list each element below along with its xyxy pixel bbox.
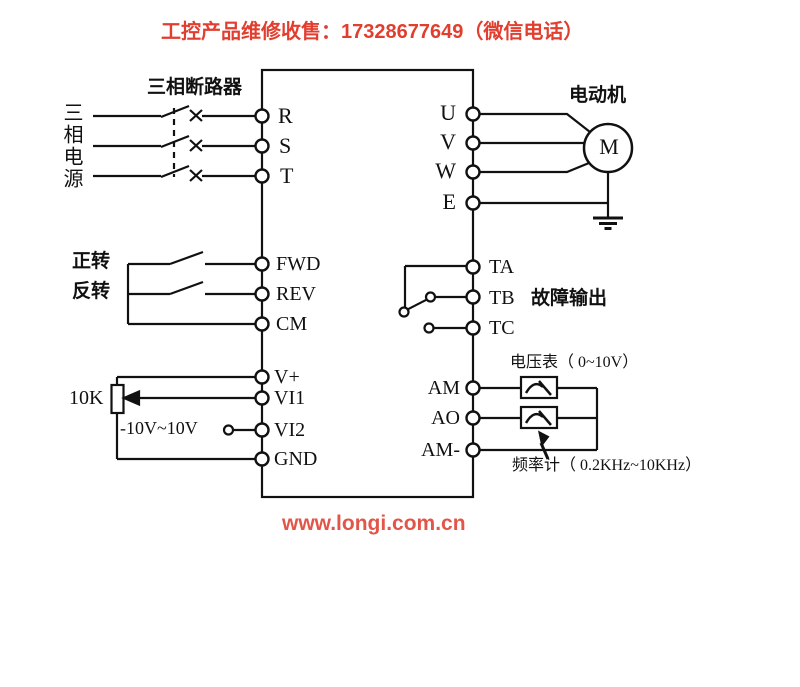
voltmeter-label: 电压表（ 0~10V） — [510, 354, 639, 371]
terminal-label-ao: AO — [431, 407, 460, 429]
freqmeter-label: 频率计（ 0.2KHz~10KHz） — [512, 457, 702, 474]
forward-label: 正转 — [72, 251, 111, 272]
terminal-label-w: W — [435, 158, 456, 183]
terminal-label-s: S — [279, 133, 292, 158]
breaker-label: 三相断路器 — [147, 77, 243, 98]
terminal-cm — [254, 316, 270, 332]
terminal-label-v: V — [440, 129, 456, 154]
motor-label: 电动机 — [569, 85, 627, 106]
service-title: 工控产品维修收售：17328677649（微信电话） — [161, 21, 584, 43]
breaker-x-icon — [189, 169, 203, 182]
voltmeter-icon — [519, 375, 559, 400]
terminal-ao — [465, 410, 481, 426]
terminal-am — [465, 380, 481, 396]
terminal-label-rev: REV — [276, 283, 316, 305]
ground-icon — [593, 216, 623, 230]
terminal-vplus — [254, 369, 270, 385]
terminal-fwd — [254, 256, 270, 272]
inverter-box — [260, 68, 475, 499]
freqmeter-icon — [519, 405, 559, 430]
terminal-label-u: U — [440, 100, 456, 125]
potentiometer — [110, 375, 255, 461]
terminal-label-gnd: GND — [274, 448, 318, 470]
terminal-label-cm: CM — [276, 313, 308, 335]
reverse-label: 反转 — [72, 281, 111, 302]
breaker-switches — [93, 104, 255, 182]
terminal-vi1 — [254, 390, 270, 406]
terminal-ta — [465, 259, 481, 275]
fault-output-label: 故障输出 — [531, 288, 608, 309]
terminal-s — [254, 138, 270, 154]
motor-symbol: M — [599, 134, 619, 159]
relay-arm — [407, 298, 427, 311]
terminal-am-minus — [465, 442, 481, 458]
relay-pole-circle — [398, 306, 410, 318]
terminal-label-ta: TA — [489, 256, 515, 278]
website-link[interactable]: www.longi.com.cn — [282, 512, 466, 535]
fault-relay — [398, 264, 466, 334]
terminal-label-tc: TC — [489, 317, 515, 339]
wiper-arrow-icon — [121, 389, 141, 407]
pot-value-label: 10K — [69, 387, 104, 409]
terminal-label-t: T — [280, 163, 294, 188]
terminal-rev — [254, 286, 270, 302]
terminal-label-vi2: VI2 — [274, 419, 306, 441]
terminal-label-tb: TB — [489, 287, 515, 309]
terminal-vi2 — [254, 422, 270, 438]
vi2-plug-circle — [222, 424, 235, 436]
terminal-label-fwd: FWD — [276, 253, 321, 275]
terminal-v — [465, 135, 481, 151]
run-switches — [126, 250, 255, 326]
terminal-label-e: E — [442, 189, 456, 214]
terminal-label-vi1: VI1 — [274, 387, 306, 409]
terminal-label-r: R — [278, 103, 293, 128]
terminal-u — [465, 106, 481, 122]
terminal-t — [254, 168, 270, 184]
terminal-label-vplus: V+ — [274, 366, 300, 388]
terminal-e — [465, 195, 481, 211]
terminal-w — [465, 164, 481, 180]
vi2-range-label: -10V~10V — [120, 418, 198, 438]
terminal-tc — [465, 320, 481, 336]
motor-wiring — [480, 112, 634, 230]
terminal-r — [254, 108, 270, 124]
power-source-label: 三相电源 — [60, 102, 82, 190]
breaker-x-icon — [189, 109, 203, 122]
meter-wiring — [480, 375, 599, 460]
terminal-circles — [254, 106, 481, 467]
terminal-label-am-minus: AM- — [421, 439, 460, 461]
breaker-x-icon — [189, 139, 203, 152]
terminal-gnd — [254, 451, 270, 467]
terminal-label-am: AM — [427, 377, 460, 399]
relay-tb-contact — [424, 291, 437, 303]
terminal-tb — [465, 289, 481, 305]
relay-tc-contact — [423, 322, 435, 334]
